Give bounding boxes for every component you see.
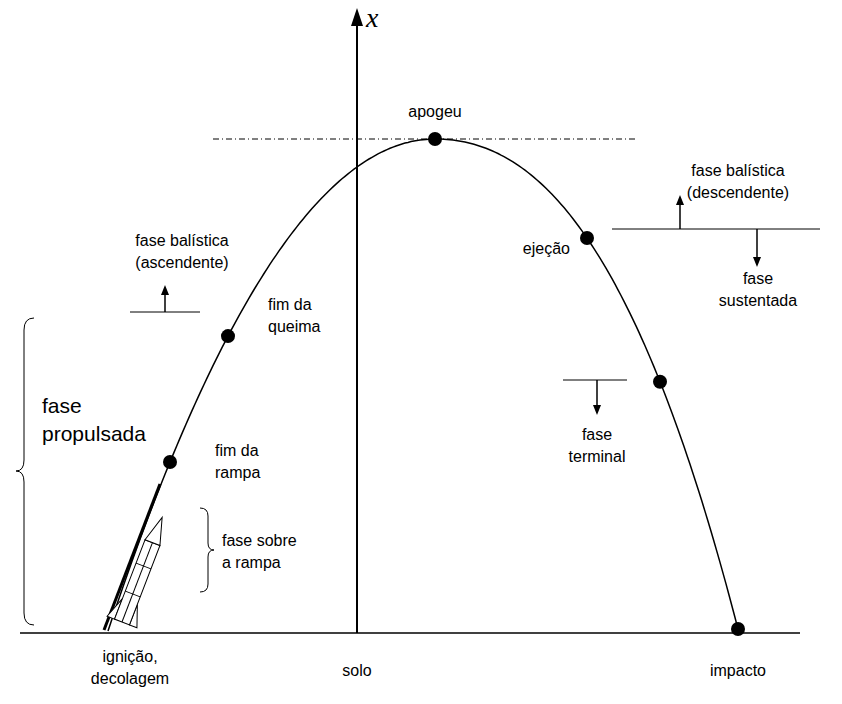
axis-label: x	[366, 4, 378, 32]
phase-label: fase propulsada	[42, 392, 160, 449]
event-dot	[580, 231, 594, 245]
phase-label: fase sustentada	[712, 268, 804, 311]
phase-marker	[612, 229, 820, 230]
event-dot	[428, 132, 442, 146]
event-dot	[163, 455, 177, 469]
launch-rail	[104, 484, 160, 630]
phase-arrow	[596, 380, 598, 410]
rocket	[107, 512, 177, 628]
event-label: apogeu	[390, 101, 480, 123]
curly-brace	[16, 318, 34, 625]
event-dot	[731, 622, 745, 636]
phase-arrow	[756, 229, 758, 262]
event-label: fim da rampa	[215, 440, 277, 483]
event-label: impacto	[698, 660, 778, 682]
phase-label: fase balística (descendente)	[679, 160, 797, 203]
event-dot	[221, 329, 235, 343]
ground-line	[20, 632, 800, 634]
phase-label: fase balística (ascendente)	[123, 230, 241, 273]
event-label: ignição, decolagem	[78, 646, 182, 689]
curly-brace	[200, 508, 214, 592]
phase-marker	[563, 380, 627, 381]
axis-arrowhead	[351, 8, 363, 26]
phase-arrow	[679, 200, 681, 229]
phase-arrow	[164, 290, 166, 312]
x-axis	[356, 22, 358, 633]
phase-label: fase terminal	[560, 424, 634, 467]
trajectory-curve	[108, 139, 738, 631]
event-dot	[653, 375, 667, 389]
event-label: fim da queima	[268, 294, 330, 337]
axis-label: solo	[327, 660, 387, 682]
phase-label: fase sobre a rampa	[222, 530, 310, 573]
event-label: ejeção	[490, 238, 570, 260]
